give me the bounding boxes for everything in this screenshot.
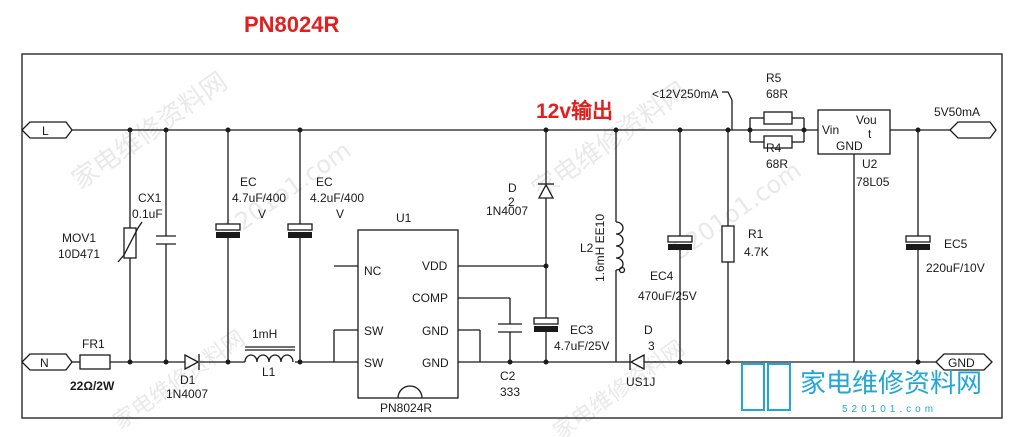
r5-r4-parallel-resistors: R5 68R R4 68R <box>747 71 807 171</box>
ec5-ref: EC5 <box>944 237 968 251</box>
cx1-ref: CX1 <box>138 191 162 205</box>
ec1-value-unit: V <box>258 207 266 221</box>
r4-ref: R4 <box>766 141 782 155</box>
u1-pin-sw1: SW <box>364 324 384 338</box>
d3-diode: D 3 US1J <box>620 323 660 389</box>
cx1-capacitor: CX1 0.1uF <box>132 130 176 362</box>
terminal-gnd: GND <box>935 353 993 371</box>
mov1-ref: MOV1 <box>62 231 96 245</box>
l1-ref: L1 <box>262 365 276 379</box>
cx1-value: 0.1uF <box>132 207 163 221</box>
r1-value: 4.7K <box>744 245 769 259</box>
ec3-capacitor: EC3 4.7uF/25V <box>533 317 609 362</box>
fr1-fuse-resistor: FR1 22Ω/2W <box>70 337 115 393</box>
terminal-l-label: L <box>42 124 49 138</box>
schematic-frame <box>21 53 1003 419</box>
l2-value: 1.6mH EE10 <box>593 214 607 282</box>
terminal-l: L <box>21 121 73 139</box>
d3-value: US1J <box>626 375 655 389</box>
terminal-gnd-label: GND <box>948 356 975 370</box>
u2-pin-gnd: GND <box>836 139 863 153</box>
ec2-value-unit: V <box>336 207 344 221</box>
ec5-capacitor: EC5 220uF/10V <box>905 130 985 362</box>
output-5v-label: 5V50mA <box>934 105 980 119</box>
terminal-5v: 5V50mA <box>934 105 997 139</box>
r1-ref: R1 <box>748 227 764 241</box>
c2-value: 333 <box>500 385 520 399</box>
d1-ref: D1 <box>180 373 196 387</box>
u1-pin-sw2: SW <box>364 356 384 370</box>
u2-pin-vout: Vou <box>856 113 877 127</box>
u1-pin-comp: COMP <box>412 291 448 305</box>
fr1-value: 22Ω/2W <box>70 379 115 393</box>
u2-regulator: Vin Vou t GND U2 78L05 <box>817 109 891 362</box>
ec3-ref: EC3 <box>570 323 594 337</box>
junction-dots <box>127 127 921 365</box>
r5-value: 68R <box>766 87 788 101</box>
ec5-value: 220uF/10V <box>926 261 985 275</box>
u2-pin-vin: Vin <box>822 123 839 137</box>
ec3-value: 4.7uF/25V <box>554 339 609 353</box>
u1-pin-vdd: VDD <box>422 259 448 273</box>
u2-pin-vout-cont: t <box>868 127 872 141</box>
d3-ref: D <box>644 323 653 337</box>
ec4-capacitor: EC4 470uF/25V <box>638 130 697 362</box>
output-12v-tag: <12V250mA <box>652 87 733 130</box>
output-12v-current: <12V250mA <box>652 87 718 101</box>
r4-value: 68R <box>766 157 788 171</box>
c2-ref: C2 <box>500 369 516 383</box>
u1-ref: U1 <box>396 211 412 225</box>
watermark-cn: 家电维修资料网 <box>67 67 233 196</box>
site-logo: 家电维修资料网 520101.com <box>741 363 982 415</box>
ec2-ref: EC <box>316 175 333 189</box>
d2-ref-num: 2 <box>508 195 515 209</box>
logo-mark <box>741 363 765 411</box>
ec1-ref: EC <box>240 175 257 189</box>
u2-part: 78L05 <box>856 175 890 189</box>
u2-ref: U2 <box>862 157 878 171</box>
u1-pin-gnd2: GND <box>422 356 449 370</box>
diagram-title: PN8024R <box>244 12 340 37</box>
logo-text-num: 520101.com <box>842 404 937 415</box>
d2-diode: D 2 1N4007 <box>486 130 555 318</box>
c2-capacitor: C2 333 <box>498 298 522 399</box>
mov1-value: 10D471 <box>58 247 100 261</box>
r5-ref: R5 <box>766 71 782 85</box>
l2-ref: L2 <box>580 241 594 255</box>
ec1-value: 4.7uF/400 <box>232 191 286 205</box>
output-12v-title: 12v输出 <box>536 99 613 123</box>
l1-inductor: 1mH L1 <box>244 327 295 379</box>
l2-inductor: L2 1.6mH EE10 <box>580 130 626 362</box>
terminal-n-label: N <box>40 356 49 370</box>
d1-diode: D1 1N4007 <box>166 353 208 401</box>
r1-resistor: R1 4.7K <box>721 130 769 362</box>
d2-value: 1N4007 <box>486 204 528 218</box>
terminal-n: N <box>21 353 73 371</box>
d2-ref: D <box>508 181 517 195</box>
mov1-varistor: MOV1 10D471 <box>58 130 143 362</box>
ec1-capacitor: EC 4.7uF/400 V <box>215 130 286 362</box>
logo-text-cn: 家电维修资料网 <box>800 369 982 399</box>
u1-part: PN8024R <box>380 401 432 415</box>
ec2-value: 4.2uF/400 <box>310 191 364 205</box>
d1-value: 1N4007 <box>166 387 208 401</box>
l1-value: 1mH <box>252 327 277 341</box>
u1-pin-gnd1: GND <box>422 324 449 338</box>
ec4-ref: EC4 <box>650 269 674 283</box>
ec2-capacitor: EC 4.2uF/400 V <box>287 130 364 362</box>
fr1-ref: FR1 <box>82 337 105 351</box>
u1-ic: U1 PN8024R NC SW SW VDD COMP GND GND <box>333 211 546 415</box>
u1-pin-nc: NC <box>364 264 382 278</box>
ec4-value: 470uF/25V <box>638 289 697 303</box>
d3-ref-num: 3 <box>648 339 655 353</box>
